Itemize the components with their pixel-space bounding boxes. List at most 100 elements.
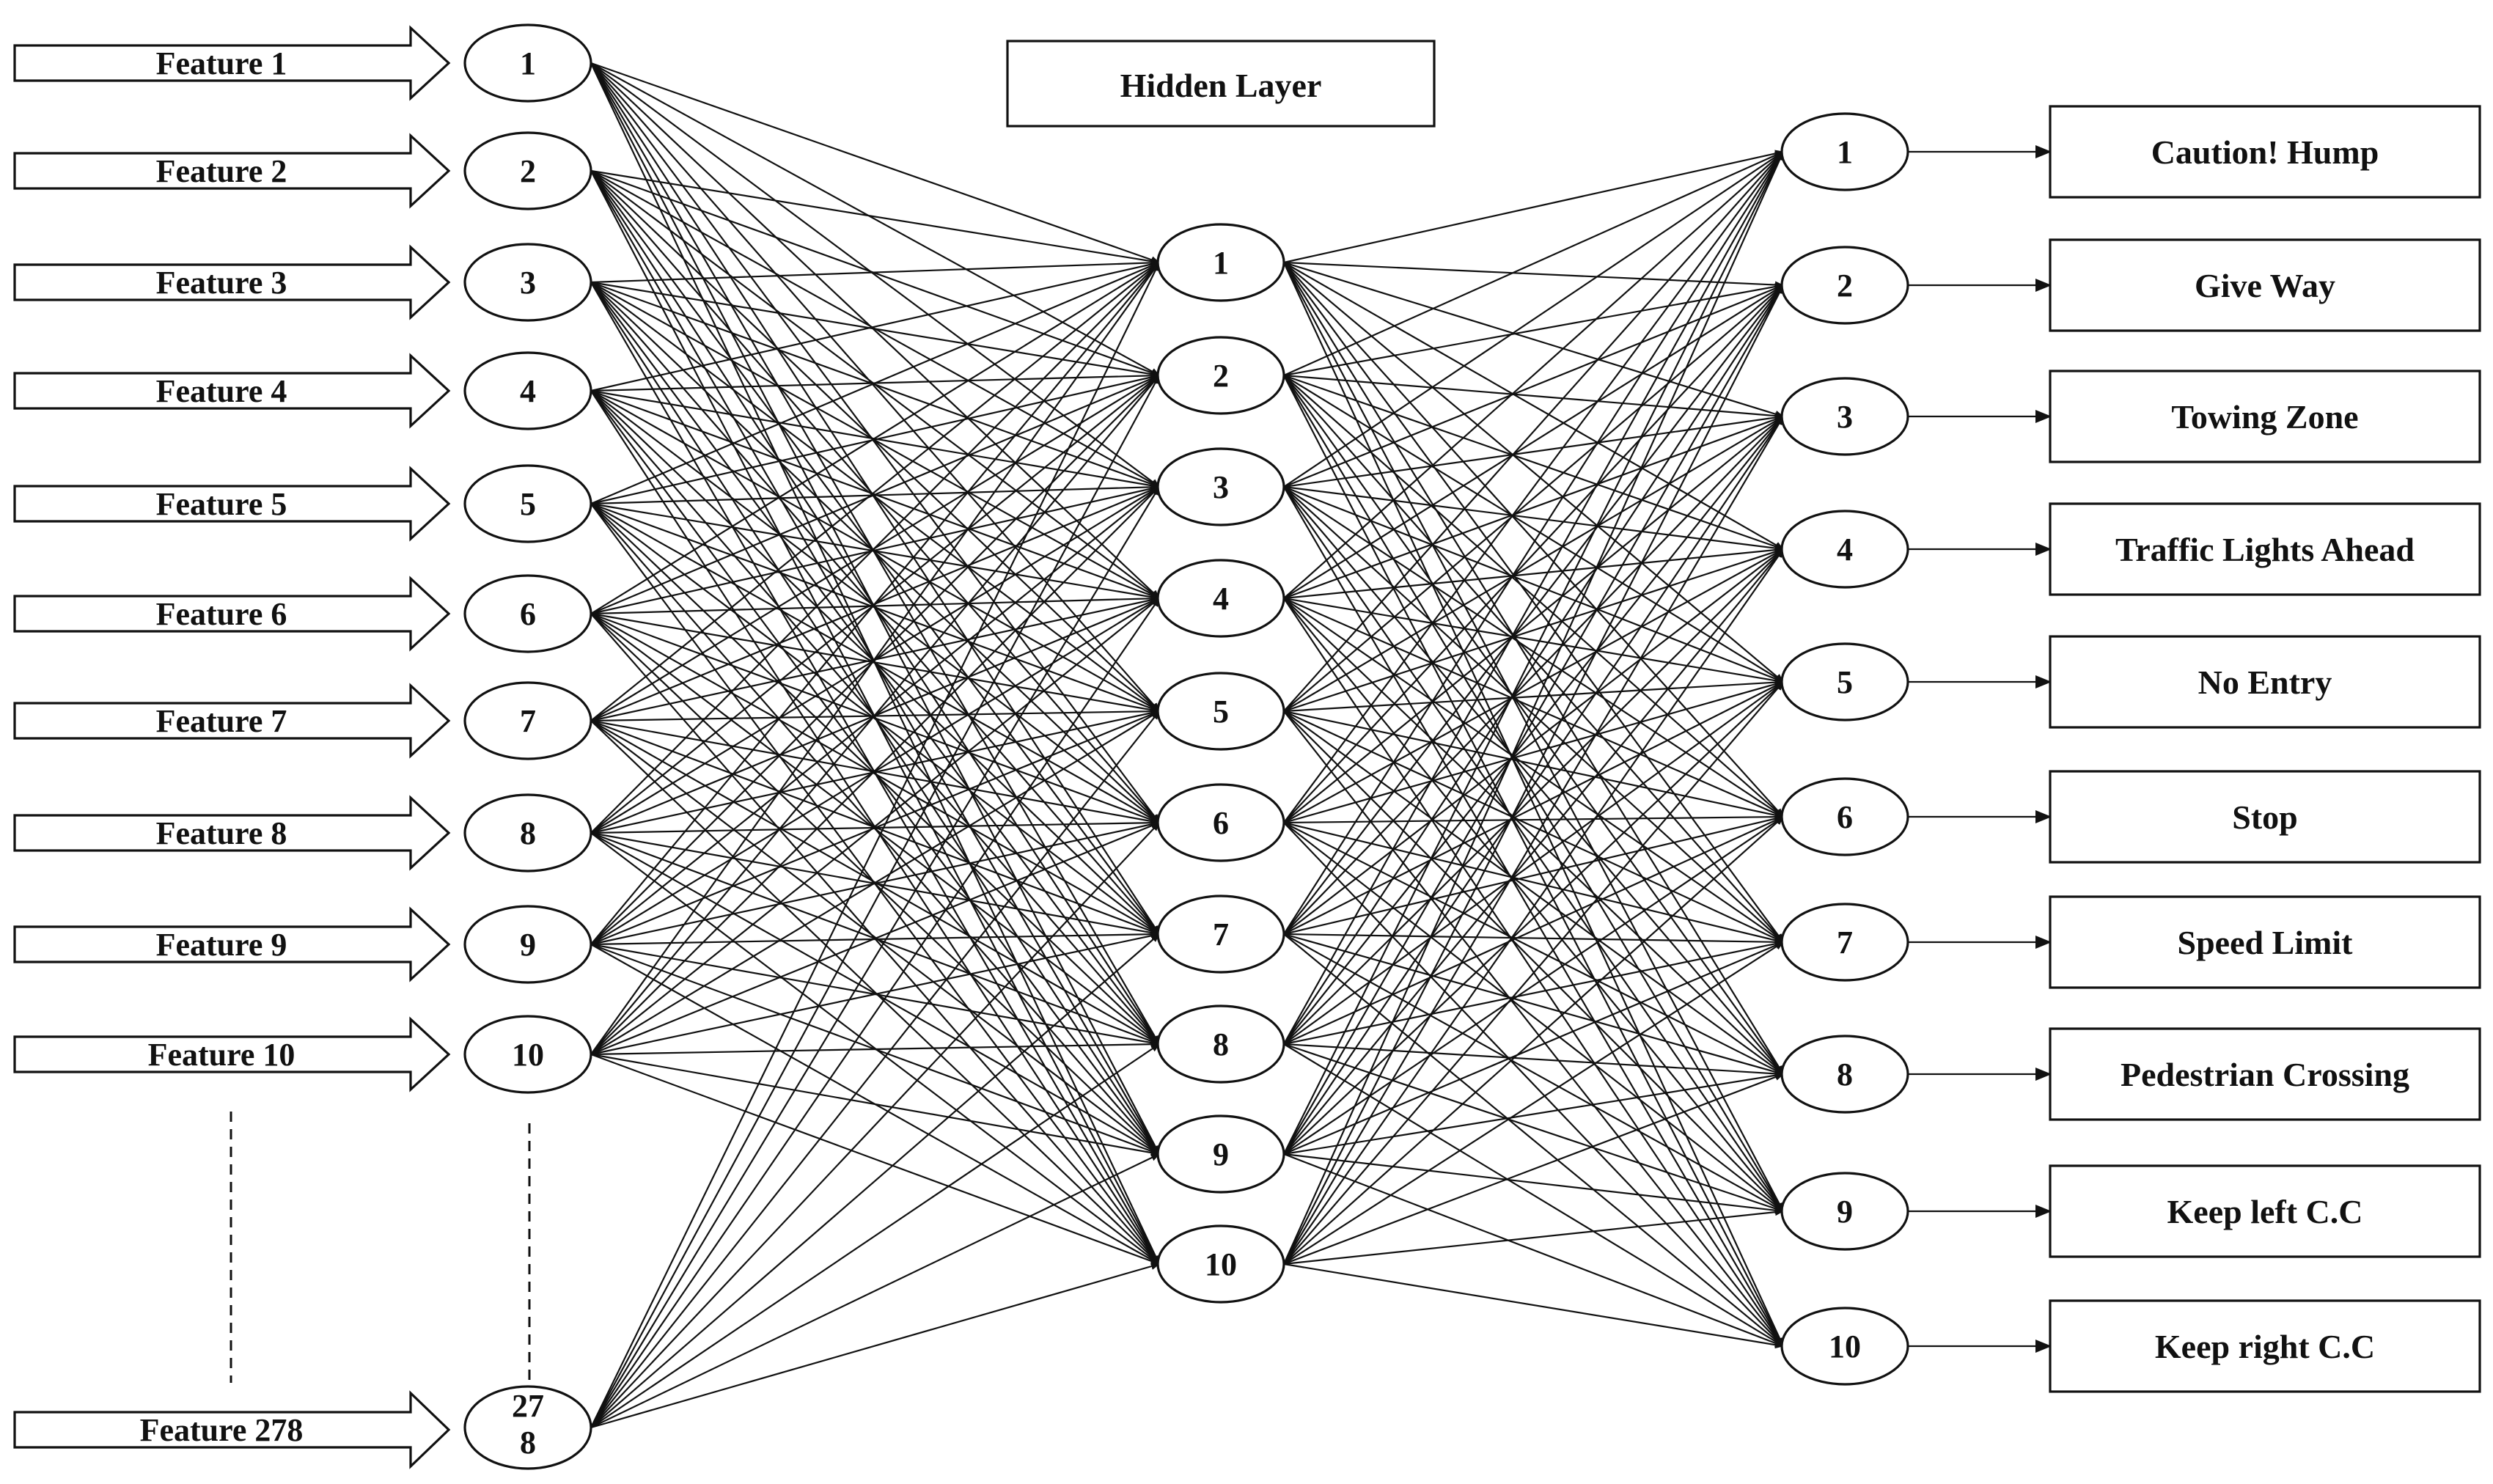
hidden-node-5: 5: [1156, 672, 1285, 751]
connection-h1-out9: [1283, 262, 1784, 1212]
output-node-7: 7: [1780, 903, 1909, 982]
feature-arrow-3: Feature 3: [13, 244, 451, 320]
connection-h2-out1: [1283, 150, 1784, 377]
connection-in6-h2: [590, 374, 1160, 615]
connection-h10-out2: [1283, 284, 1784, 1265]
connection-h8-out7: [1283, 940, 1784, 1046]
output-box-7: Speed Limit: [2049, 895, 2481, 989]
output-box-3: Towing Zone: [2049, 370, 2481, 463]
input-hidden-connections: [590, 62, 1160, 1429]
hidden-node-3-label: 3: [1213, 469, 1229, 505]
output-node-1-label: 1: [1837, 134, 1853, 170]
connection-h2-out4: [1283, 374, 1784, 551]
connection-in10-h7: [590, 932, 1160, 1056]
connection-in11-h7: [590, 933, 1160, 1428]
connection-h7-out9: [1283, 933, 1784, 1212]
feature-label-5: Feature 5: [156, 486, 287, 522]
connection-h5-out1: [1283, 151, 1784, 712]
connection-h8-out5: [1283, 681, 1784, 1045]
output-class-label-7: Speed Limit: [2178, 924, 2354, 961]
output-box-9: Keep left C.C: [2049, 1164, 2481, 1258]
input-node-10-label: 10: [512, 1037, 544, 1073]
connection-h8-out8: [1283, 1043, 1784, 1078]
output-box-1: Caution! Hump: [2049, 105, 2481, 199]
connection-h7-out2: [1283, 284, 1784, 935]
output-node-5: 5: [1780, 642, 1909, 721]
output-node-6: 6: [1780, 777, 1909, 856]
connection-in10-h10: [590, 1053, 1160, 1266]
hidden-node-3: 3: [1156, 447, 1285, 526]
connection-h6-out9: [1283, 822, 1784, 1212]
hidden-node-6-label: 6: [1213, 805, 1229, 841]
output-box-10: Keep right C.C: [2049, 1299, 2481, 1393]
input-node-5: 5: [463, 464, 592, 543]
connection-in10-h8: [590, 1040, 1160, 1056]
hidden-node-4-label: 4: [1213, 581, 1229, 617]
connection-h8-out1: [1283, 151, 1784, 1045]
connection-h10-out5: [1283, 681, 1784, 1265]
feature-arrow-278: Feature 278: [13, 1390, 451, 1469]
connection-h5-out5: [1283, 678, 1784, 713]
connection-in3-h1: [590, 259, 1160, 284]
connection-h2-out8: [1283, 375, 1784, 1075]
connection-h4-out7: [1283, 598, 1784, 943]
output-class-label-6: Stop: [2232, 798, 2297, 836]
output-node-1: 1: [1780, 112, 1909, 191]
connection-h8-out3: [1283, 416, 1784, 1045]
connection-h9-out3: [1283, 416, 1784, 1155]
connection-in6-h7: [590, 613, 1160, 935]
connection-in9-h1: [590, 262, 1160, 945]
connection-in10-h9: [590, 1053, 1160, 1157]
hidden-node-5-label: 5: [1213, 694, 1229, 730]
output-node-5-label: 5: [1837, 664, 1853, 700]
feature-arrow-9: Feature 9: [13, 906, 451, 982]
connection-in1-h3: [590, 62, 1160, 488]
output-node-7-label: 7: [1837, 925, 1853, 960]
connection-h10-out9: [1283, 1208, 1784, 1266]
hidden-node-2-label: 2: [1213, 358, 1229, 394]
output-class-label-8: Pedestrian Crossing: [2121, 1056, 2409, 1093]
input-node-278-label-line2: 8: [520, 1425, 536, 1461]
connection-h3-out2: [1283, 284, 1784, 488]
connection-in11-h6: [590, 822, 1160, 1428]
output-node-6-label: 6: [1837, 799, 1853, 835]
connection-in11-h2: [590, 375, 1160, 1428]
input-node-7: 7: [463, 681, 592, 760]
connection-h3-out7: [1283, 486, 1784, 943]
connection-in5-h2: [590, 373, 1160, 505]
output-box-4: Traffic Lights Ahead: [2049, 502, 2481, 596]
hidden-node-1-label: 1: [1213, 245, 1229, 281]
connection-h6-out6: [1283, 813, 1784, 824]
connection-h5-out4: [1283, 548, 1784, 713]
input-node-2: 2: [463, 131, 592, 210]
hidden-node-8-label: 8: [1213, 1026, 1229, 1062]
output-box-8: Pedestrian Crossing: [2049, 1027, 2481, 1121]
connection-h1-out5: [1283, 262, 1784, 683]
output-node-4-label: 4: [1837, 532, 1853, 567]
connection-in5-h5: [590, 502, 1160, 713]
output-class-label-4: Traffic Lights Ahead: [2115, 531, 2415, 568]
connection-h3-out1: [1283, 151, 1784, 488]
connection-h7-out5: [1283, 681, 1784, 935]
connection-h2-out10: [1283, 375, 1784, 1347]
connection-h3-out8: [1283, 486, 1784, 1075]
connection-h10-out10: [1283, 1263, 1784, 1349]
input-node-278-label-line1: 27: [512, 1388, 544, 1424]
connection-h1-out2: [1283, 261, 1784, 289]
connection-in1-h2: [590, 62, 1160, 376]
connection-h5-out8: [1283, 710, 1784, 1075]
connection-h3-out9: [1283, 486, 1784, 1212]
connection-h5-out9: [1283, 710, 1784, 1212]
connection-h8-out4: [1283, 548, 1784, 1045]
connection-in7-h1: [590, 262, 1160, 721]
connection-h1-out4: [1283, 262, 1784, 550]
output-node-8: 8: [1780, 1035, 1909, 1114]
output-box-2: Give Way: [2049, 238, 2481, 332]
output-node-8-label: 8: [1837, 1057, 1853, 1092]
output-node-9: 9: [1780, 1172, 1909, 1251]
connection-in7-h9: [590, 720, 1160, 1155]
connection-h7-out6: [1283, 815, 1784, 936]
connection-h1-out3: [1283, 261, 1784, 418]
